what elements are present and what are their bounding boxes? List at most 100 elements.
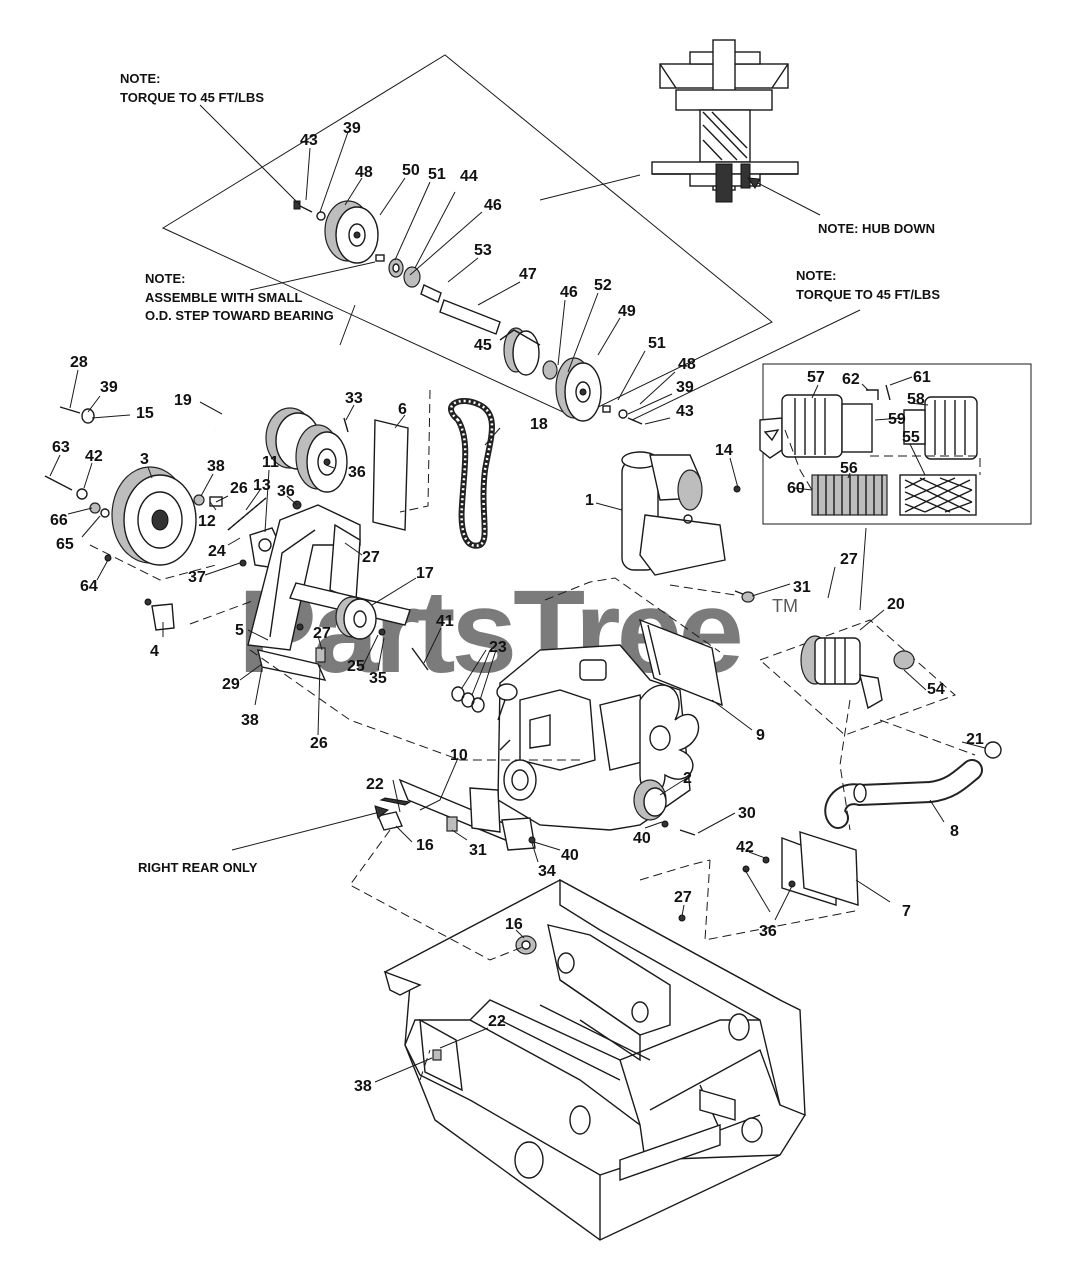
callout-label: 64 — [80, 578, 98, 595]
callout-label: 50 — [402, 162, 420, 179]
callout-label: 52 — [594, 277, 612, 294]
callout-label: 27 — [313, 625, 331, 642]
callout-label: 28 — [70, 354, 88, 371]
spindle-section-view — [651, 39, 821, 216]
callout-label: 36 — [277, 483, 295, 500]
intake-assembly — [759, 619, 956, 736]
reference-lines — [89, 389, 981, 1081]
callout-label: 39 — [100, 379, 118, 396]
callout-label: 1 — [585, 492, 594, 509]
callout-label: 31 — [793, 579, 811, 596]
callout-label: 36 — [759, 923, 777, 940]
callout-label: 49 — [618, 303, 636, 320]
callout-label: 34 — [538, 863, 556, 880]
callout-label: 38 — [207, 458, 225, 475]
callout-label: 58 — [907, 391, 925, 408]
callout-label: 43 — [676, 403, 694, 420]
plate-assembly — [742, 831, 859, 906]
callout-label: 26 — [230, 480, 248, 497]
callout-label: 61 — [913, 369, 931, 386]
callout-label: 4 — [150, 643, 159, 660]
callout-label: 16 — [505, 916, 523, 933]
note-torque-right-heading: NOTE: — [796, 268, 836, 283]
callout-label: 20 — [887, 596, 905, 613]
callout-label: 33 — [345, 390, 363, 407]
callout-label: 38 — [354, 1078, 372, 1095]
callout-label: 11 — [262, 454, 279, 471]
callout-label: 46 — [484, 197, 502, 214]
callout-label: 10 — [450, 747, 468, 764]
callout-label: 24 — [208, 543, 226, 560]
clutch-idler-assembly — [44, 387, 409, 631]
callout-label: 48 — [355, 164, 373, 181]
hose-assembly — [824, 741, 1002, 829]
main-frame — [383, 878, 806, 1241]
callout-label: 35 — [369, 670, 387, 687]
callout-label: 19 — [174, 392, 192, 409]
callout-label: 39 — [343, 120, 361, 137]
callout-label: 25 — [347, 658, 365, 675]
callout-label: 18 — [530, 416, 548, 433]
callout-label: 42 — [736, 839, 754, 856]
watermark-trademark: TM — [772, 596, 798, 616]
callout-label: 63 — [52, 439, 70, 456]
note-hub-down: NOTE: HUB DOWN — [818, 221, 935, 236]
note-assemble-text-2: O.D. STEP TOWARD BEARING — [145, 308, 334, 323]
callout-label: 37 — [188, 569, 206, 586]
drive-belt — [448, 398, 495, 549]
note-torque-right-text: TORQUE TO 45 FT/LBS — [796, 287, 940, 302]
callout-label: 23 — [489, 639, 507, 656]
callout-label: 40 — [561, 847, 579, 864]
muffler-assembly — [621, 451, 755, 603]
callout-numbers: 43 39 48 50 51 44 46 53 47 46 52 49 45 5… — [50, 120, 984, 1095]
callout-label: 12 — [198, 513, 216, 530]
callout-label: 3 — [140, 451, 149, 468]
callout-label: 47 — [519, 266, 537, 283]
callout-label: 57 — [807, 369, 825, 386]
callout-label: 42 — [85, 448, 103, 465]
note-assemble-text-1: ASSEMBLE WITH SMALL — [145, 290, 302, 305]
callout-label: 55 — [902, 429, 920, 446]
callout-label: 13 — [253, 477, 271, 494]
callout-label: 26 — [310, 735, 328, 752]
callout-label: 51 — [428, 166, 446, 183]
callout-label: 46 — [560, 284, 578, 301]
callout-label: 43 — [300, 132, 318, 149]
callout-label: 21 — [966, 731, 984, 748]
callout-label: 59 — [888, 411, 906, 428]
callout-label: 7 — [902, 903, 911, 920]
callout-label: 62 — [842, 371, 860, 388]
callout-label: 5 — [235, 622, 244, 639]
callout-label: 15 — [136, 405, 154, 422]
note-assemble-heading: NOTE: — [145, 271, 185, 286]
callout-label: 30 — [738, 805, 756, 822]
callout-label: 36 — [348, 464, 366, 481]
callout-label: 29 — [222, 676, 240, 693]
callout-label: 31 — [469, 842, 487, 859]
callout-label: 66 — [50, 512, 68, 529]
callout-label: 40 — [633, 830, 651, 847]
callout-label: 22 — [488, 1013, 506, 1030]
callout-label: 8 — [950, 823, 959, 840]
note-torque-top-text: TORQUE TO 45 FT/LBS — [120, 90, 264, 105]
callout-label: 48 — [678, 356, 696, 373]
callout-label: 53 — [474, 242, 492, 259]
callout-label: 51 — [648, 335, 666, 352]
callout-label: 54 — [927, 681, 945, 698]
callout-label: 56 — [840, 460, 858, 477]
callout-label: 6 — [398, 401, 407, 418]
callout-label: 27 — [674, 889, 692, 906]
upper-pulley-parts — [293, 200, 643, 425]
callout-label: 65 — [56, 536, 74, 553]
callout-label: 27 — [840, 551, 858, 568]
callout-label: 39 — [676, 379, 694, 396]
idler-arm-assembly — [247, 504, 429, 681]
notes: NOTE: TORQUE TO 45 FT/LBS NOTE: ASSEMBLE… — [120, 71, 940, 875]
note-torque-top-heading: NOTE: — [120, 71, 160, 86]
callout-label: 44 — [460, 168, 478, 185]
leader-lines — [49, 104, 986, 1083]
engine-mount-rails — [377, 618, 723, 851]
callout-label: 45 — [474, 337, 492, 354]
callout-label: 41 — [436, 613, 454, 630]
